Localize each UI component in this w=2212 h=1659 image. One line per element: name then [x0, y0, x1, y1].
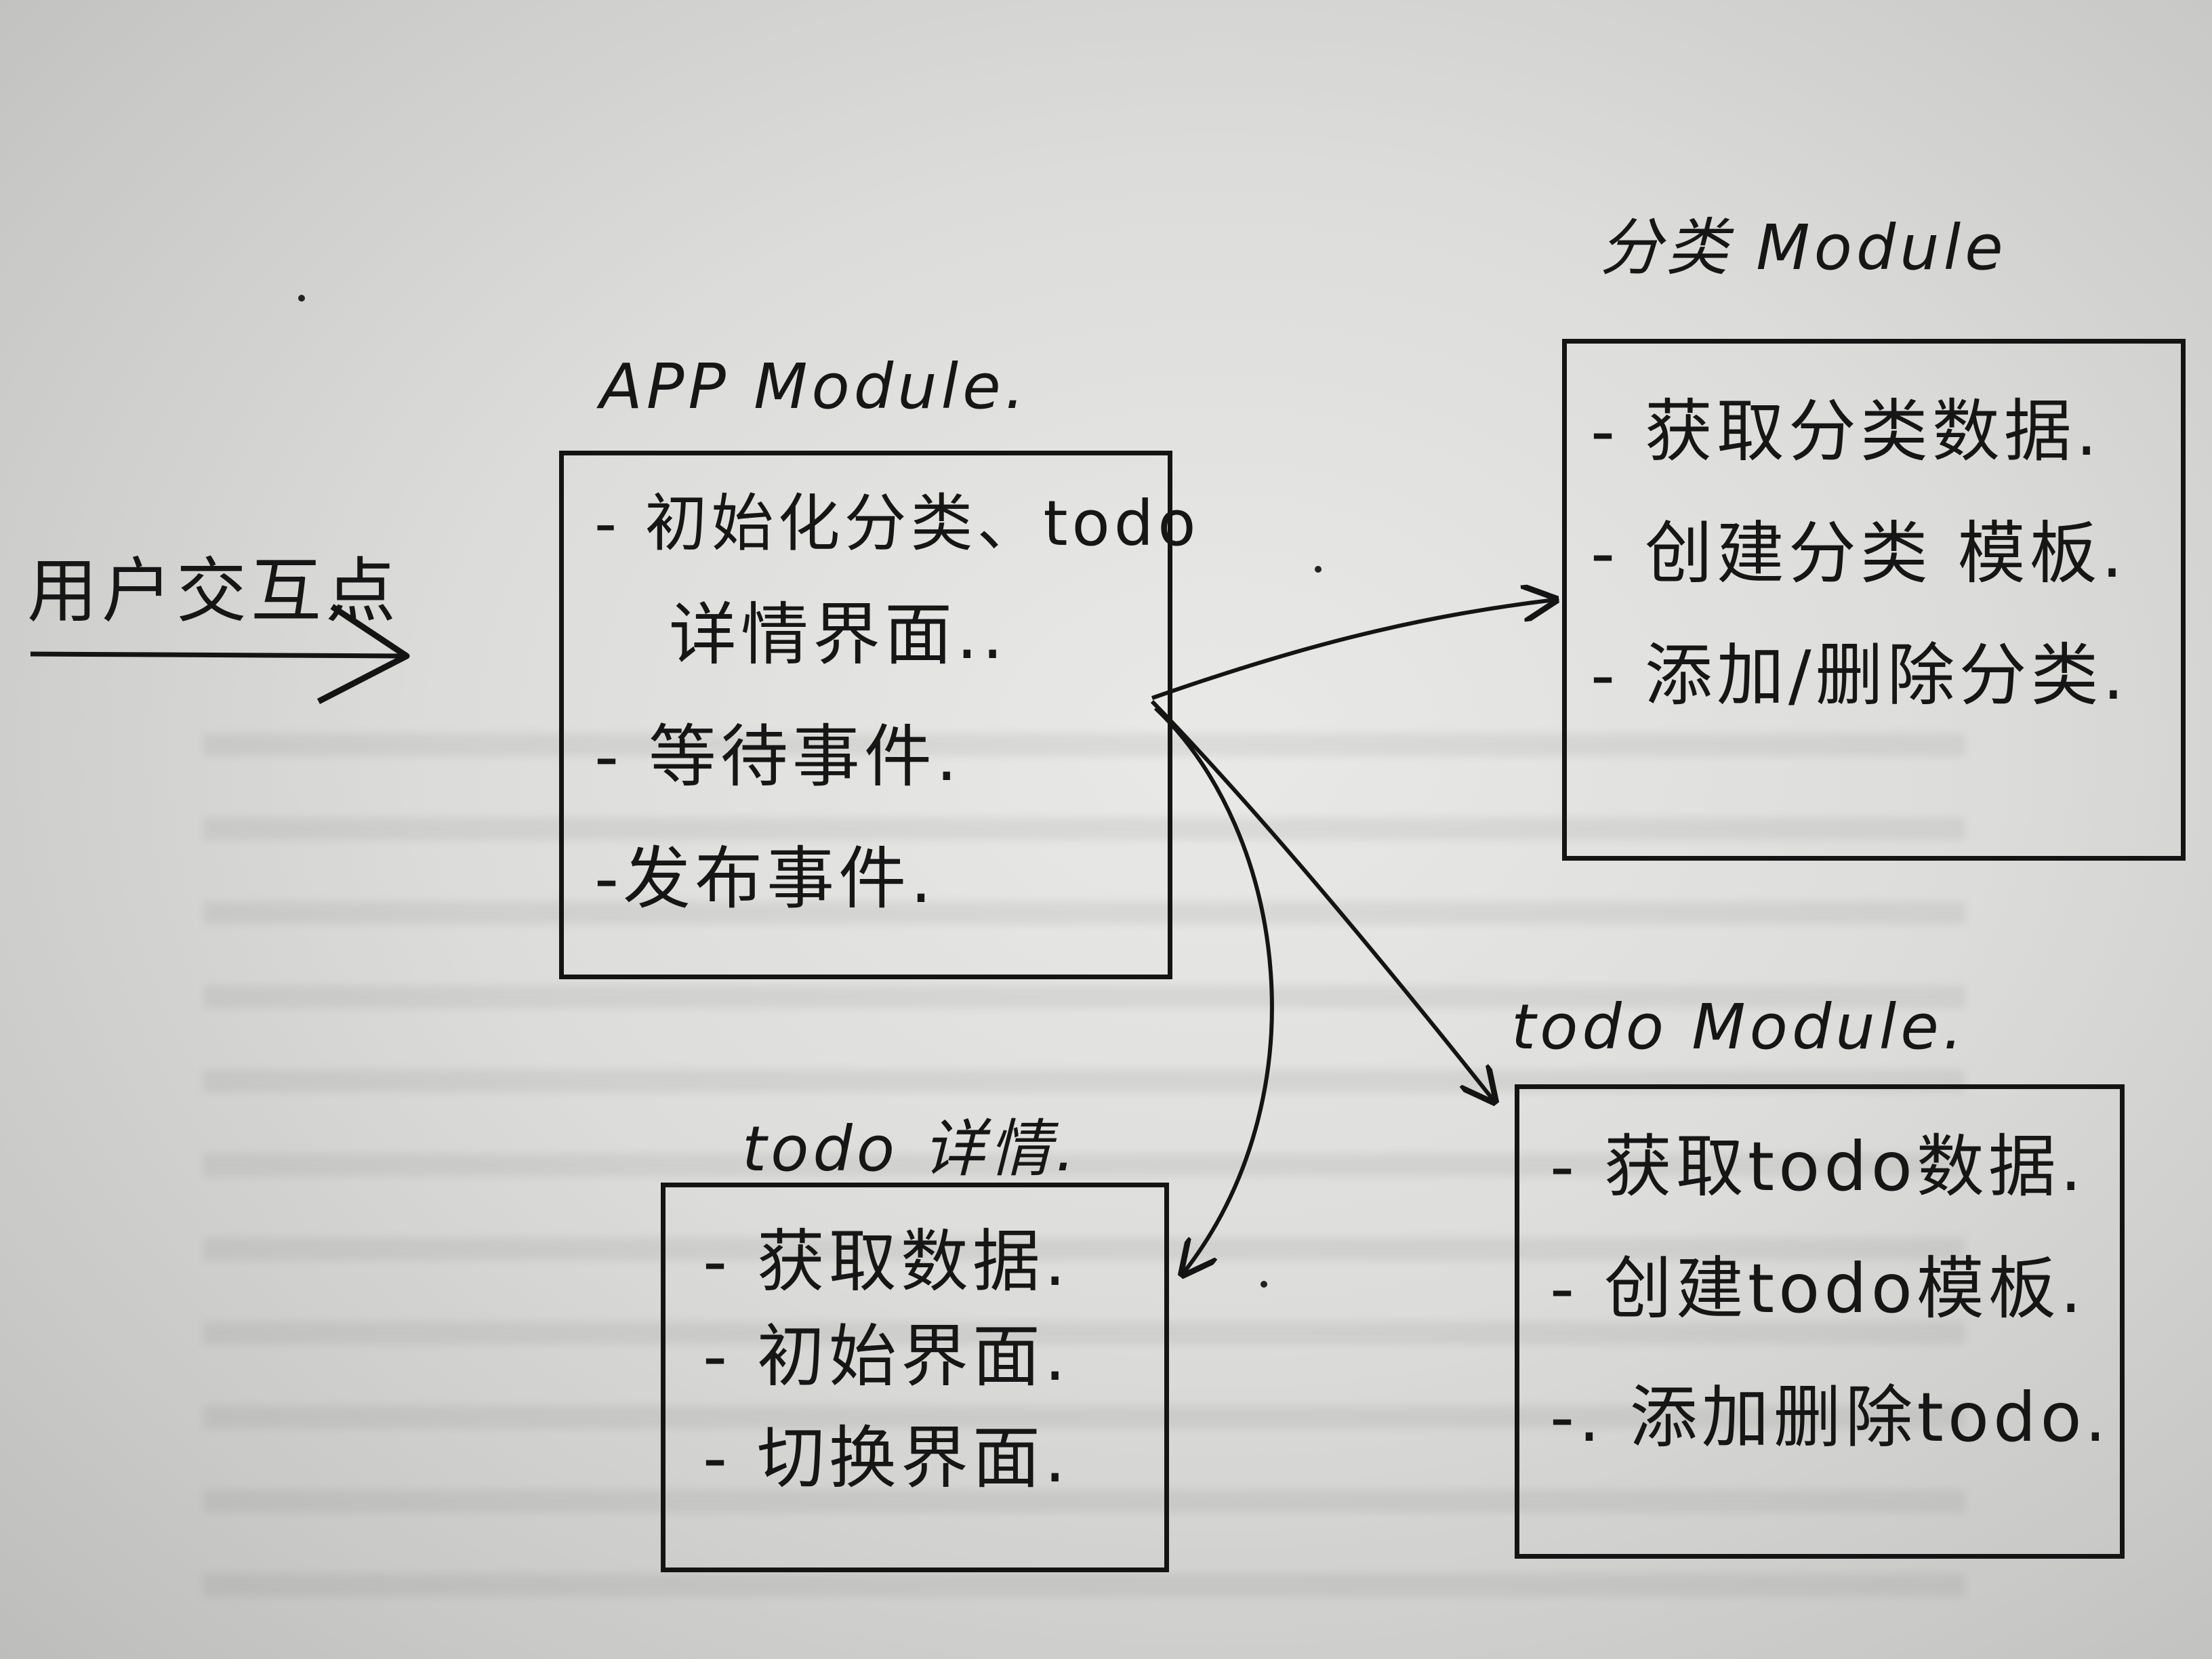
- pen-dot: [1315, 566, 1322, 573]
- category-module-item: - 获取分类数据.: [1591, 392, 2102, 471]
- todo-detail-box: - 获取数据. - 初始界面. - 切换界面.: [661, 1183, 1169, 1572]
- todo-module-title: todo Module.: [1511, 991, 1967, 1063]
- category-module-item: - 添加/删除分类.: [1591, 636, 2129, 715]
- show-through-text: [203, 691, 1965, 1606]
- todo-detail-item: - 初始界面.: [703, 1317, 1070, 1396]
- todo-module-box: - 获取todo数据. - 创建todo模板. -. 添加删除todo.: [1515, 1084, 2125, 1559]
- entry-label: 用户交互点: [27, 550, 401, 632]
- arrow-app-to-todo: [1150, 699, 1494, 1101]
- todo-detail-item: - 切换界面.: [703, 1418, 1070, 1498]
- app-module-box: - 初始化分类、todo 详情界面.. - 等待事件. -发布事件.: [559, 451, 1196, 979]
- todo-module-item: -. 添加删除todo.: [1550, 1378, 2110, 1457]
- arrow-app-to-category: [1151, 600, 1555, 700]
- app-module-title: APP Module.: [600, 350, 1029, 423]
- todo-detail-item: - 获取数据.: [703, 1222, 1070, 1301]
- entry-arrowhead: [316, 604, 410, 705]
- app-module-item: 详情界面..: [669, 595, 1008, 674]
- app-module-item: - 初始化分类、todo: [594, 487, 1200, 560]
- pen-dot: [1261, 1281, 1267, 1288]
- arrow-app-to-detail: [1153, 706, 1274, 1274]
- todo-module-item: - 获取todo数据.: [1550, 1127, 2086, 1206]
- app-module-item: - 等待事件.: [594, 717, 962, 796]
- entry-arrow: [30, 651, 404, 659]
- category-module-title: 分类 Module: [1599, 211, 2007, 284]
- category-module-box: - 获取分类数据. - 创建分类 模板. - 添加/删除分类.: [1562, 339, 2186, 861]
- pen-dot: [298, 295, 305, 302]
- app-module-item: -发布事件.: [594, 839, 936, 918]
- category-module-item: - 创建分类 模板.: [1591, 514, 2127, 593]
- todo-detail-title: todo 详情.: [742, 1113, 1080, 1185]
- todo-module-item: - 创建todo模板.: [1550, 1249, 2086, 1328]
